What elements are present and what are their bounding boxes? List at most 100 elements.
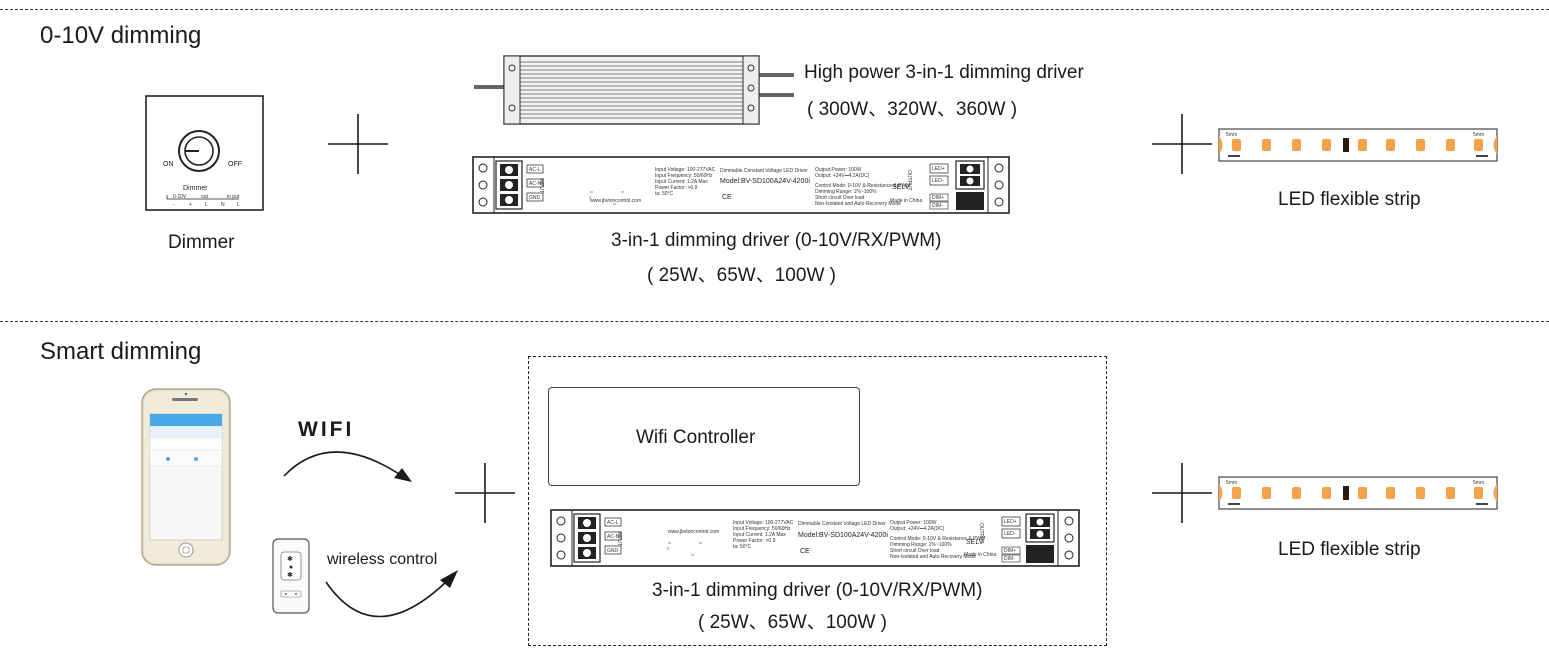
top-dashed-separator (0, 9, 1549, 10)
driver-bottom-spec-1: Input Voltage: 100-277VAC (733, 520, 794, 526)
wifi-arrow (283, 451, 412, 482)
middle-dashed-separator (0, 321, 1549, 322)
led-strip-bottom: 5mm 5mm (1218, 476, 1498, 510)
dimmer-term-out: out (201, 194, 209, 200)
driver-bottom-term-acl: AC-L (607, 520, 619, 526)
driver-top-selv: SELV (892, 184, 910, 191)
driver-top-model: Model:BV-SD100A24V-4200i (720, 178, 810, 185)
high-power-driver (474, 55, 794, 125)
driver-bottom-model: Model:BV-SD100A24V-4200i (798, 532, 888, 539)
controller-group-box (528, 356, 1107, 646)
strip-top-caption: LED flexible strip (1278, 189, 1421, 210)
plus-icon (455, 463, 515, 523)
driver-bottom-made-in: Made in China (964, 552, 996, 558)
dimming-driver-top: AC-L AC-N GND INPUT www.jbvtoncontrol.co… (472, 156, 1010, 214)
driver-top-led-plus: LED+ (932, 166, 945, 172)
driver-bottom-spec-5: ta: 50°C (733, 544, 752, 550)
driver-bottom-term-gnd: GND (607, 548, 619, 554)
driver-top-output-text: OUTPUT (906, 170, 912, 191)
dimmer-device: ON OFF Dimmer 0-10V out in put - + L N L (145, 95, 264, 211)
svg-text:✱: ✱ (287, 571, 293, 579)
wifi-label: WIFI (298, 418, 355, 441)
dimmer-term-0-10v: 0-10V (173, 194, 187, 200)
driver-bottom-output-text: OUTPUT (978, 523, 984, 544)
wifi-controller-box (548, 387, 860, 486)
driver-top-ctrl-1: Control Mode: 0-10V & Resistance & PWM (815, 183, 910, 189)
dimmer-off-label: OFF (228, 161, 242, 168)
driver-bottom-website: www.jbvtoncontrol.com (668, 529, 719, 535)
driver-bottom-ctrl-2: Dimming Range: 1%~100% (890, 542, 952, 548)
dimmer-caption: Dimmer (168, 232, 235, 253)
dimmer-knob-label: Dimmer (183, 185, 208, 192)
dimmer-pin-2: + (189, 202, 192, 208)
driver-bottom-dim-plus: DIM+ (1004, 548, 1016, 554)
driver-top-term-acn: AC-N (529, 181, 542, 187)
dimmer-pin-3: L (205, 202, 208, 208)
plus-icon (1152, 114, 1212, 174)
strip-bottom-left-mark: 5mm (1226, 480, 1237, 486)
driver-top-term-acl: AC-L (529, 167, 541, 173)
driver-top-led-minus: LED- (932, 178, 944, 184)
driver-bottom-input-text: INPUT (616, 531, 622, 546)
driver-top-website: www.jbvtoncontrol.com (590, 198, 641, 204)
dimmer-pin-5: L (237, 202, 240, 208)
driver-bottom-spec-3: Input Current: 1.2A Max (733, 532, 786, 538)
driver-top-ctrl-4: Non-Isolated and Auto Recovery Mode (815, 201, 901, 207)
driver-bottom-ctrl-4: Non-Isolated and Auto Recovery Mode (890, 554, 976, 560)
section-title-0-10v: 0-10V dimming (40, 22, 202, 49)
driver-top-out-1: Output Power: 100W (815, 167, 862, 173)
driver-bottom-spec-2: Input Frequency: 50/60Hz (733, 526, 791, 532)
driver-bottom-out-1: Output Power: 100W (890, 520, 937, 526)
strip-top-left-mark: 5mm (1226, 132, 1237, 138)
wireless-remote: ✱ ✱ (272, 538, 310, 614)
plus-icon (328, 114, 388, 174)
driver-bottom-dim-minus: DIM- (1004, 556, 1015, 562)
driver-bottom-wattages: ( 25W、65W、100W ) (698, 612, 887, 633)
driver-bottom-name: 3-in-1 dimming driver (0-10V/RX/PWM) (652, 580, 983, 601)
driver-bottom-spec-4: Power Factor: >0.9 (733, 538, 776, 544)
dimmer-on-label: ON (163, 161, 174, 168)
driver-top-ctrl-2: Dimming Range: 1%~100% (815, 189, 877, 195)
driver-top-dimmable: Dimmable Constant Voltage LED Driver (720, 168, 808, 174)
driver-top-spec-2: Input Frequency: 50/60Hz (655, 173, 713, 179)
section-title-smart: Smart dimming (40, 338, 202, 365)
driver-bottom-term-acn: AC-N (607, 534, 620, 540)
driver-top-name: 3-in-1 dimming driver (0-10V/RX/PWM) (611, 230, 942, 251)
strip-bottom-right-mark: 5mm (1473, 480, 1484, 486)
smartphone (141, 388, 231, 566)
driver-top-spec-1: Input Voltage: 100-277VAC (655, 167, 716, 173)
driver-bottom-selv: SELV (966, 539, 984, 546)
dimmer-pin-1: - (173, 202, 175, 208)
driver-top-input-text: INPUT (538, 178, 544, 193)
high-power-driver-wattages: ( 300W、320W、360W ) (807, 99, 1018, 120)
driver-bottom-out-2: Output: +24V⎓4.2A(DC) (890, 526, 945, 532)
driver-bottom-ctrl-1: Control Mode: 0-10V & Resistance & PWM (890, 536, 985, 542)
driver-top-spec-3: Input Current: 1.2A Max (655, 179, 708, 185)
plus-icon (1152, 463, 1212, 523)
strip-bottom-caption: LED flexible strip (1278, 539, 1421, 560)
driver-bottom-dimmable: Dimmable Constant Voltage LED Driver (798, 521, 886, 527)
driver-bottom-led-plus: LED+ (1004, 519, 1017, 525)
driver-top-wattages: ( 25W、65W、100W ) (647, 265, 836, 286)
driver-top-dim-minus: DIM- (932, 203, 943, 209)
driver-bottom-led-minus: LED- (1004, 531, 1016, 537)
driver-top-dim-plus: DIM+ (932, 195, 944, 201)
dimming-driver-bottom: AC-L AC-N GND INPUT www.jbvtoncontrol.co… (550, 509, 1080, 567)
driver-bottom-ce: CE (800, 548, 810, 555)
strip-top-right-mark: 5mm (1473, 132, 1484, 138)
driver-top-ctrl-3: Short circuit Over load (815, 195, 865, 201)
wireless-arrow (325, 570, 458, 618)
dimmer-pin-4: N (221, 202, 225, 208)
driver-top-spec-4: Power Factor: >0.9 (655, 185, 698, 191)
svg-text:✱: ✱ (287, 555, 293, 563)
led-strip-top: 5mm 5mm (1218, 128, 1498, 162)
wireless-control-label: wireless control (327, 551, 438, 568)
driver-top-spec-5: ta: 50°C (655, 191, 674, 197)
high-power-driver-name: High power 3-in-1 dimming driver (804, 62, 1084, 83)
driver-top-term-gnd: GND (529, 195, 541, 201)
dimmer-term-input: in put (227, 194, 240, 200)
driver-top-ce: CE (722, 194, 732, 201)
wifi-controller-label: Wifi Controller (636, 427, 756, 448)
driver-top-made-in: Made in China (890, 198, 922, 204)
driver-top-out-2: Output: +24V⎓4.2A(DC) (815, 173, 870, 179)
